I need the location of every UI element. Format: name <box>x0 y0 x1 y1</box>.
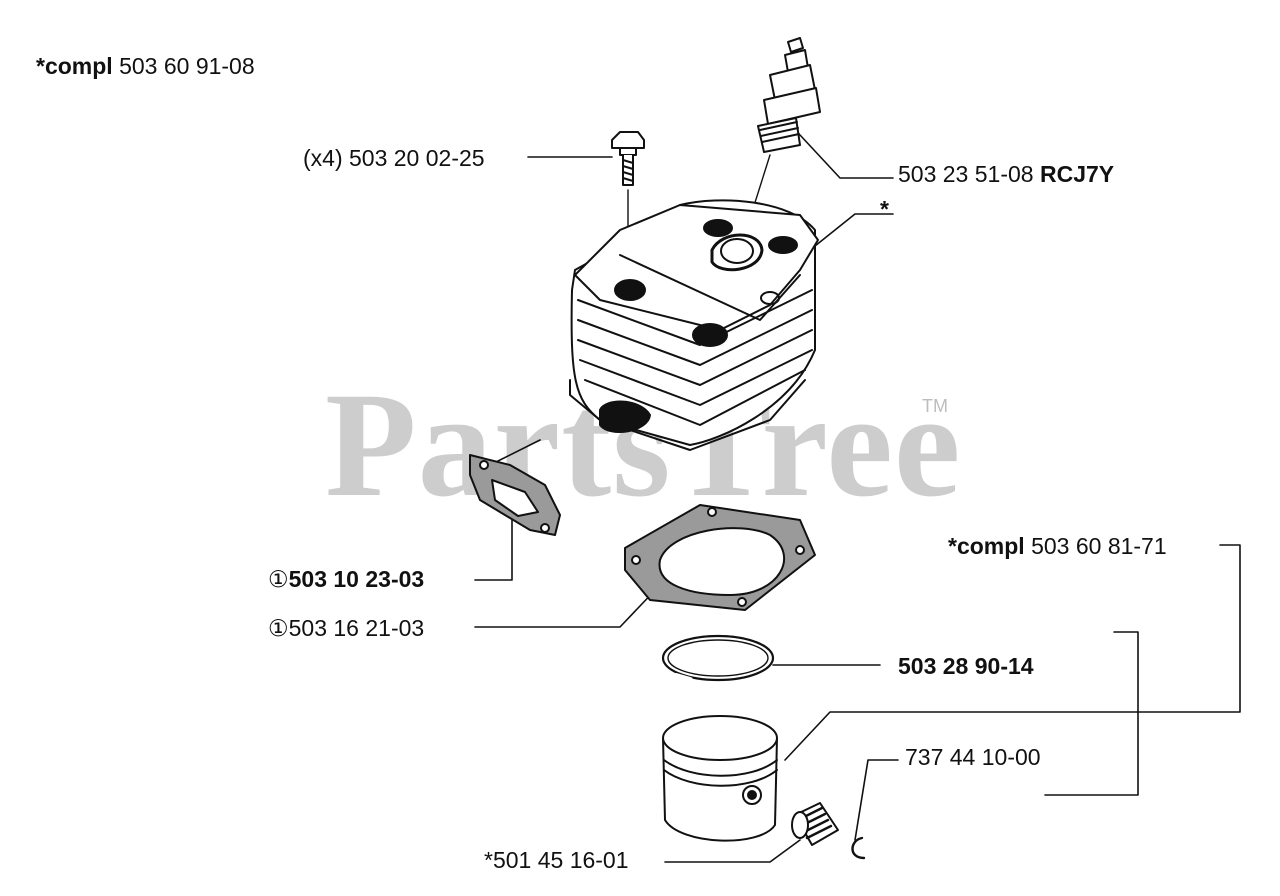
label-compl-top: *compl 503 60 91-08 <box>36 52 255 80</box>
label-gasket-1: ①503 10 23-03 <box>268 565 424 594</box>
gasket-1-circle-mark: ① <box>268 567 289 593</box>
needle-bearing-drawing <box>791 802 839 846</box>
spark-plug-drawing <box>739 37 821 251</box>
label-circlip: 737 44 10-00 <box>905 744 1041 770</box>
piston-ring-drawing <box>661 634 775 683</box>
leader-cylinder <box>809 213 894 251</box>
label-needle-bearing: *501 45 16-01 <box>484 847 629 873</box>
gasket-2-circle-mark: ① <box>268 616 289 642</box>
gasket-1-part-number: 503 10 23-03 <box>288 566 425 592</box>
label-piston-ring: 503 28 90-14 <box>898 653 1034 679</box>
spark-plug-part-number: 503 23 51-08 <box>898 161 1034 187</box>
intake-gasket-drawing <box>469 454 561 536</box>
label-spark-plug: 503 23 51-08 RCJ7Y <box>898 160 1114 188</box>
leader-spark-plug <box>799 134 894 179</box>
leader-gasket-2 <box>474 584 661 628</box>
leader-piston <box>784 544 1241 761</box>
label-screw: (x4) 503 20 02-25 <box>303 145 485 171</box>
label-cylinder-star: * <box>880 196 889 222</box>
base-gasket-drawing <box>624 504 816 611</box>
spark-plug-code: RCJ7Y <box>1039 161 1115 187</box>
leader-lines <box>474 134 1241 863</box>
circlip-drawing <box>851 836 866 860</box>
label-compl-mid: *compl 503 60 81-71 <box>948 532 1167 560</box>
piston-drawing <box>662 715 778 842</box>
leader-bearing <box>664 839 801 863</box>
screw-drawing <box>611 131 645 291</box>
compl-mid-part-number: 503 60 81-71 <box>1031 533 1167 559</box>
compl-top-prefix: *compl <box>36 53 113 79</box>
gasket-2-part-number: 503 16 21-03 <box>288 615 425 641</box>
label-gasket-2: ①503 16 21-03 <box>268 614 424 643</box>
cylinder-drawing <box>569 199 819 451</box>
compl-top-part-number: 503 60 91-08 <box>119 53 255 79</box>
leader-circlip <box>854 759 899 841</box>
watermark-tm: TM <box>922 396 948 416</box>
leader-compl-mid <box>1044 631 1139 796</box>
leader-gasket-1 <box>474 519 513 581</box>
compl-mid-prefix: *compl <box>948 533 1025 559</box>
